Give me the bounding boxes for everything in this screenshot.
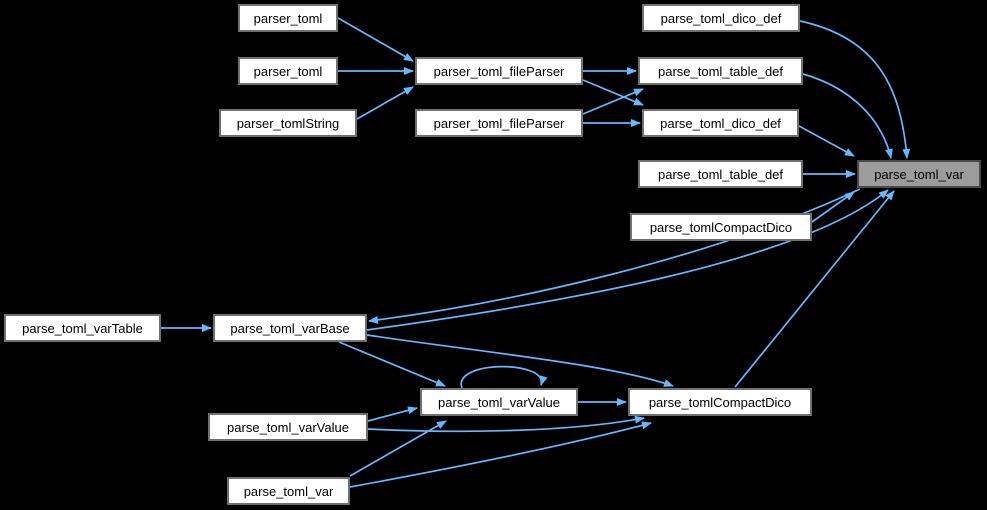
node-parse_toml_varValue_2[interactable]: parse_toml_varValue	[208, 413, 368, 441]
edge-parser_toml_fileParser_2--to--parse_toml_table_def_1	[582, 88, 644, 115]
edge-parse_toml_varValue_2--to--parse_toml_varValue_1	[367, 406, 418, 422]
node-parser_toml_1[interactable]: parser_toml	[238, 4, 338, 32]
node-parser_toml_fileParser_2[interactable]: parser_toml_fileParser	[415, 109, 583, 137]
edge-parse_toml_varValue_1--to--parse_toml_varValue_1	[460, 365, 548, 389]
edge-parse_toml_varBase--to--parse_tomlCompactDico_2	[366, 334, 674, 387]
edge-parse_toml_varValue_2--to--parse_tomlCompactDico_2	[367, 415, 645, 433]
edge-parse_toml_var_2--to--parse_tomlCompactDico_2	[349, 421, 652, 488]
edge-group	[161, 17, 911, 488]
edge-parse_toml_var_focus--to--parse_toml_varBase	[368, 188, 861, 324]
node-parse_toml_table_def_2[interactable]: parse_toml_table_def	[638, 160, 803, 188]
edge-parse_tomlCompactDico_2--to--parse_toml_var_focus	[734, 190, 895, 388]
node-parse_toml_table_def_1[interactable]: parse_toml_table_def	[638, 57, 803, 85]
node-parse_tomlCompactDico_1[interactable]: parse_tomlCompactDico	[630, 213, 812, 241]
edge-parse_toml_varBase--to--parse_toml_varValue_1	[338, 341, 446, 387]
node-parser_tomlString[interactable]: parser_tomlString	[219, 109, 357, 137]
node-parse_toml_varValue_1[interactable]: parse_toml_varValue	[420, 388, 578, 416]
edge-parse_toml_varBase--to--parse_toml_var_focus	[366, 189, 889, 331]
edge-parser_toml_fileParser_1--to--parse_toml_dico_def_2	[582, 79, 644, 106]
edge-parse_toml_dico_def_1--to--parse_toml_var_focus	[799, 20, 911, 159]
node-parse_toml_var_focus: parse_toml_var	[857, 160, 981, 188]
node-parse_toml_dico_def_1[interactable]: parse_toml_dico_def	[642, 4, 800, 32]
node-parse_toml_varBase[interactable]: parse_toml_varBase	[213, 314, 367, 342]
edge-parse_tomlCompactDico_1--to--parse_toml_var_focus	[811, 191, 855, 223]
edge-parser_tomlString--to--parser_toml_fileParser_1	[356, 86, 414, 120]
node-parser_toml_2[interactable]: parser_toml	[238, 57, 338, 85]
edge-parse_toml_dico_def_2--to--parse_toml_var_focus	[798, 125, 855, 157]
node-parse_toml_dico_def_2[interactable]: parse_toml_dico_def	[642, 109, 799, 137]
node-parser_toml_fileParser_1[interactable]: parser_toml_fileParser	[415, 57, 583, 85]
edge-parser_toml_1--to--parser_toml_fileParser_1	[337, 17, 414, 62]
node-parse_toml_var_2[interactable]: parse_toml_var	[227, 477, 350, 505]
edge-parse_toml_var_2--to--parse_toml_varValue_1	[349, 420, 447, 477]
node-parse_toml_varTable[interactable]: parse_toml_varTable	[4, 314, 161, 342]
node-parse_tomlCompactDico_2[interactable]: parse_tomlCompactDico	[628, 388, 812, 416]
edge-parse_toml_table_def_1--to--parse_toml_var_focus	[802, 73, 893, 159]
